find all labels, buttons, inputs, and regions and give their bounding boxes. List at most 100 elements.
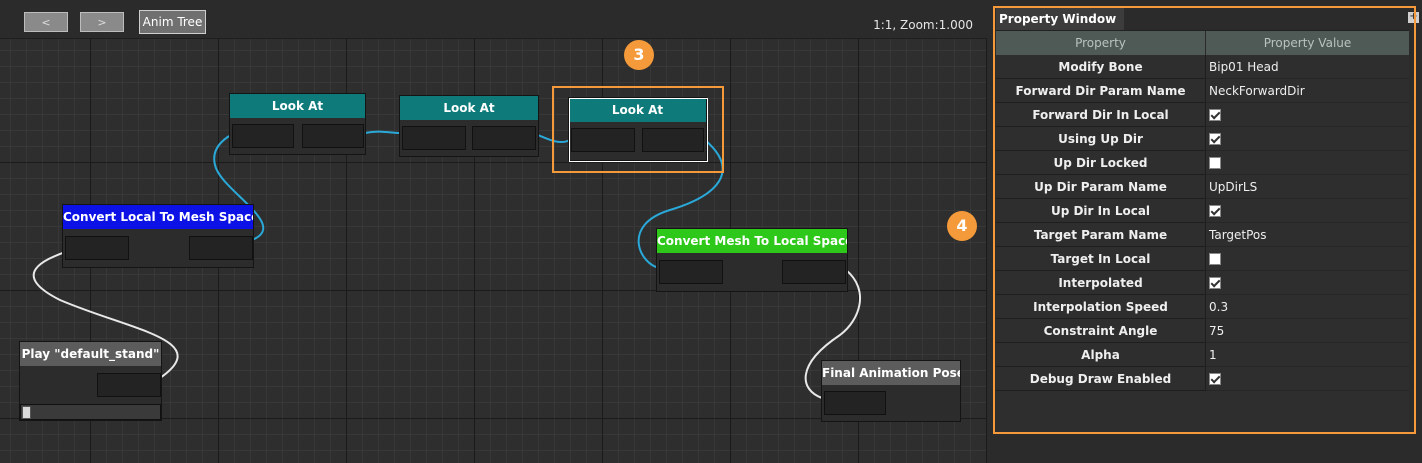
property-name: Alpha	[996, 343, 1206, 367]
property-value	[1206, 103, 1409, 127]
graph-toolbar: < > Anim Tree 1:1, Zoom:1.000	[0, 0, 987, 39]
property-window: Property Window + Property Property Valu…	[987, 0, 1422, 463]
wire-lookat2-to-lookat3	[537, 134, 571, 144]
property-value[interactable]: Bip01 Head	[1206, 55, 1409, 79]
input-port[interactable]	[65, 236, 129, 260]
node-title: Look At	[230, 94, 365, 118]
property-value	[1206, 127, 1409, 151]
close-icon[interactable]: +	[1408, 11, 1419, 23]
output-port[interactable]	[97, 373, 161, 397]
property-name: Modify Bone	[996, 55, 1206, 79]
wire-play-to-convert-local	[32, 249, 179, 379]
back-button[interactable]: <	[24, 12, 68, 32]
node-title: Look At	[400, 96, 538, 120]
callout-badge-3: 3	[624, 40, 654, 70]
node-title: Convert Mesh To Local Space	[657, 229, 847, 253]
property-value[interactable]: UpDirLS	[1206, 175, 1409, 199]
property-name: Forward Dir In Local	[996, 103, 1206, 127]
table-row: Forward Dir In Local	[996, 103, 1409, 127]
property-name: Target In Local	[996, 247, 1206, 271]
highlight-box-4	[993, 6, 1416, 434]
table-row: Target In Local	[996, 247, 1409, 271]
input-port[interactable]	[402, 126, 466, 150]
table-header: Property Property Value	[996, 31, 1409, 55]
property-name: Interpolated	[996, 271, 1206, 295]
node-look-at-3[interactable]: Look At	[568, 97, 708, 162]
table-row: Up Dir Locked	[996, 151, 1409, 175]
selection-outline	[569, 98, 708, 162]
property-name: Using Up Dir	[996, 127, 1206, 151]
property-value	[1206, 271, 1409, 295]
property-name: Up Dir In Local	[996, 199, 1206, 223]
output-port[interactable]	[782, 260, 846, 284]
checkbox-unchecked[interactable]	[1209, 156, 1221, 169]
output-port[interactable]	[302, 124, 364, 148]
anim-graph-canvas[interactable]: Look At Look At Look At 3 Convert Local …	[0, 0, 987, 463]
property-name: Constraint Angle	[996, 319, 1206, 343]
property-value	[1206, 367, 1409, 391]
property-value[interactable]: 1	[1206, 343, 1409, 367]
output-port[interactable]	[189, 236, 253, 260]
input-port[interactable]	[824, 391, 886, 415]
node-look-at-1[interactable]: Look At	[229, 93, 366, 155]
checkbox-checked[interactable]	[1209, 276, 1221, 289]
node-play-default-stand[interactable]: Play "default_stand"	[19, 341, 162, 421]
checkbox-unchecked[interactable]	[1209, 252, 1221, 265]
property-value	[1206, 151, 1409, 175]
input-port[interactable]	[232, 124, 294, 148]
node-title: Look At	[569, 98, 706, 122]
node-title: Final Animation Pose	[822, 361, 960, 385]
output-port[interactable]	[472, 126, 536, 150]
property-name: Target Param Name	[996, 223, 1206, 247]
zoom-readout: 1:1, Zoom:1.000	[873, 18, 973, 32]
node-convert-mesh-to-local[interactable]: Convert Mesh To Local Space	[656, 228, 848, 292]
node-final-animation-pose[interactable]: Final Animation Pose	[821, 360, 961, 422]
wire-convert-mesh-to-final	[804, 269, 862, 399]
property-window-tab[interactable]: Property Window	[996, 8, 1124, 30]
table-row: Debug Draw Enabled	[996, 367, 1409, 391]
header-property: Property	[996, 31, 1206, 55]
property-name: Interpolation Speed	[996, 295, 1206, 319]
wire-lookat3-to-convert-mesh	[637, 139, 724, 269]
table-row: Up Dir In Local	[996, 199, 1409, 223]
slider-handle[interactable]	[22, 406, 31, 419]
property-value[interactable]: NeckForwardDir	[1206, 79, 1409, 103]
node-title: Convert Local To Mesh Space	[63, 205, 253, 229]
highlight-box-3	[552, 86, 724, 173]
wire-lookat1-to-lookat2	[364, 130, 401, 134]
checkbox-checked[interactable]	[1209, 132, 1221, 145]
property-value[interactable]: 0.3	[1206, 295, 1409, 319]
property-value[interactable]: 75	[1206, 319, 1409, 343]
node-convert-local-to-mesh[interactable]: Convert Local To Mesh Space	[62, 204, 254, 268]
wire-convert-local-to-lookat1	[213, 132, 265, 241]
table-row: Interpolated	[996, 271, 1409, 295]
checkbox-checked[interactable]	[1209, 204, 1221, 217]
header-property-value: Property Value	[1263, 36, 1352, 50]
forward-button[interactable]: >	[80, 12, 124, 32]
node-look-at-2[interactable]: Look At	[399, 95, 539, 157]
table-row: Using Up Dir	[996, 127, 1409, 151]
input-port[interactable]	[571, 128, 635, 152]
connection-wires	[32, 130, 862, 399]
property-value	[1206, 247, 1409, 271]
output-port[interactable]	[642, 128, 704, 152]
callout-badge-4: 4	[947, 211, 977, 241]
checkbox-checked[interactable]	[1209, 372, 1221, 385]
tab-anim-tree[interactable]: Anim Tree	[139, 10, 206, 34]
property-name: Debug Draw Enabled	[996, 367, 1206, 391]
property-value[interactable]: TargetPos	[1206, 223, 1409, 247]
property-name: Up Dir Locked	[996, 151, 1206, 175]
input-port[interactable]	[659, 260, 723, 284]
property-name: Forward Dir Param Name	[996, 79, 1206, 103]
playback-slider[interactable]	[20, 404, 161, 420]
property-value	[1206, 199, 1409, 223]
checkbox-checked[interactable]	[1209, 108, 1221, 121]
